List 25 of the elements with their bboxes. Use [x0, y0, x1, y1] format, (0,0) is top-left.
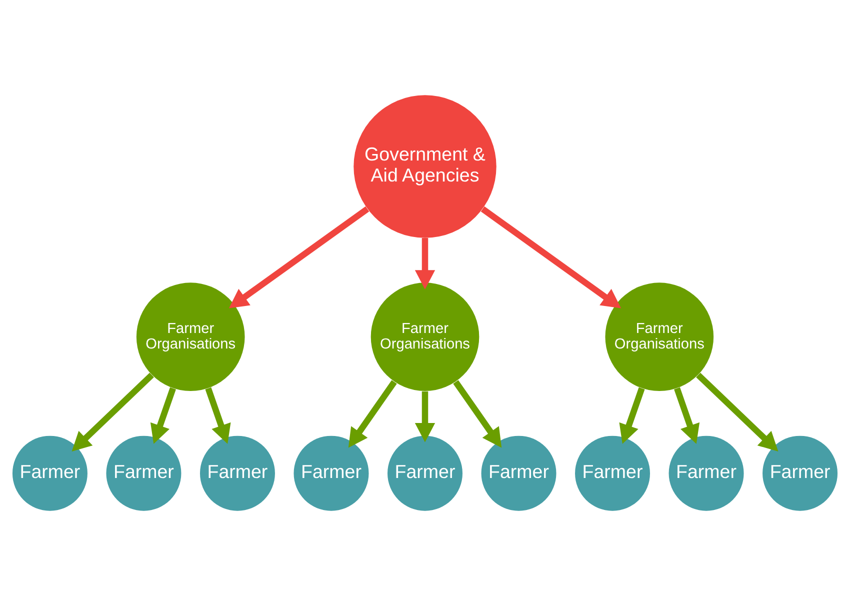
node-circle: Farmer Organisations — [370, 282, 480, 391]
node-circle: Farmer — [388, 435, 462, 510]
arrow — [228, 206, 370, 308]
arrow — [453, 380, 502, 448]
node-circle: Farmer — [294, 435, 369, 510]
node-circle: Farmer — [12, 435, 88, 510]
node-circle: Farmer — [106, 435, 182, 510]
arrow — [674, 386, 700, 444]
node-circle: Farmer Organisations — [136, 282, 245, 391]
node-circle: Farmer — [762, 435, 838, 510]
arrow — [348, 380, 397, 448]
node-circle: Farmer — [200, 435, 275, 510]
arrow — [696, 372, 778, 451]
arrow — [72, 372, 154, 451]
arrow — [480, 206, 622, 308]
arrow — [414, 237, 436, 289]
node-circle: Farmer — [481, 435, 556, 510]
node-circle: Farmer Organisations — [605, 282, 714, 391]
arrow — [150, 386, 176, 444]
arrow — [205, 386, 231, 444]
arrow — [414, 390, 436, 442]
node-circle: Government & Aid Agencies — [354, 94, 496, 238]
arrow — [619, 386, 645, 444]
node-circle: Farmer — [668, 435, 744, 510]
node-circle: Farmer — [575, 435, 650, 510]
